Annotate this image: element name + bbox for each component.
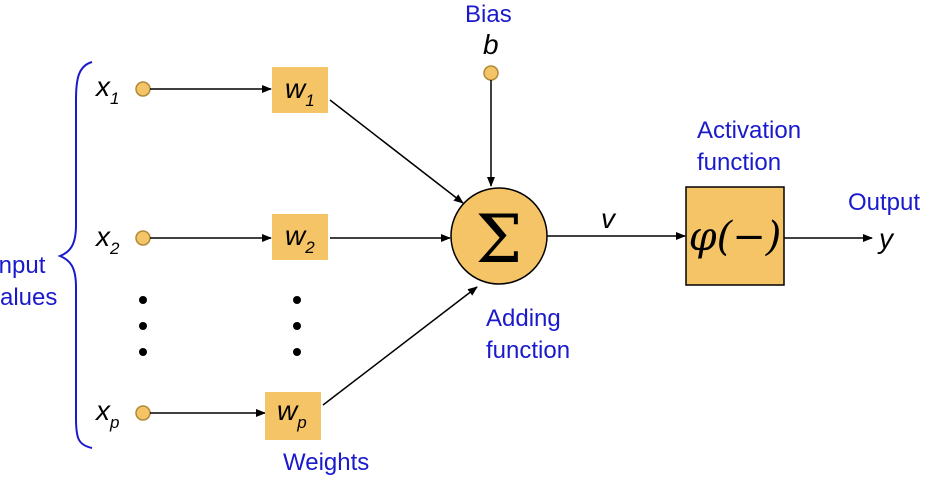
output-symbol: y	[877, 223, 895, 254]
arrow-w1-sum	[329, 99, 464, 204]
weight-box-2: w2	[272, 214, 328, 260]
bias-symbol: b	[483, 29, 499, 60]
svg-text:Σ: Σ	[476, 201, 523, 278]
input-node-1	[135, 81, 151, 97]
arrow-wp-sum	[322, 286, 478, 406]
svg-text:w2: w2	[285, 220, 315, 257]
bias-node	[483, 65, 499, 81]
svg-text:φ(−): φ(−)	[689, 214, 782, 260]
input-brace	[57, 61, 93, 449]
input-node-p	[135, 405, 151, 421]
input-values-label-line1: Input	[0, 252, 46, 279]
svg-text:wp: wp	[277, 395, 307, 432]
input-values-label-line2: values	[0, 284, 57, 311]
adding-function-node: Σ	[450, 187, 548, 285]
bias-label: Bias	[465, 1, 512, 28]
input-node-2	[135, 230, 151, 246]
weight-ellipsis	[293, 296, 301, 356]
input-ellipsis	[139, 296, 147, 356]
svg-text:x1: x1	[94, 71, 119, 108]
svg-text:xp: xp	[94, 395, 119, 432]
adding-function-label-line1: Adding	[486, 305, 561, 332]
activation-function-label-line2: function	[697, 149, 781, 176]
activation-function-label-line1: Activation	[697, 117, 801, 144]
weight-box-p: wp	[265, 392, 321, 440]
svg-text:x2: x2	[94, 221, 120, 258]
output-label: Output	[848, 189, 920, 216]
input-x2: x2	[94, 221, 120, 258]
activation-function-box: φ(−)	[685, 186, 785, 286]
adding-function-label-line2: function	[486, 337, 570, 364]
input-x1: x1	[94, 71, 119, 108]
weights-label: Weights	[283, 449, 369, 476]
svg-text:w1: w1	[285, 73, 315, 110]
input-xp: xp	[94, 395, 119, 432]
v-symbol: v	[601, 203, 617, 234]
weight-box-1: w1	[272, 67, 328, 113]
